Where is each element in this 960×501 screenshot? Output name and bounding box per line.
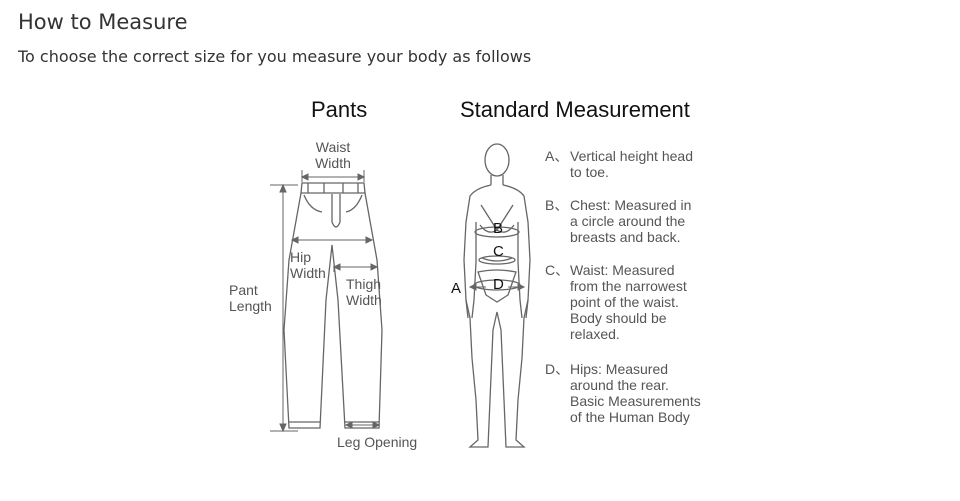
legend-key: B、 <box>545 197 569 213</box>
legend-line: breasts and back. <box>570 229 681 245</box>
legend-line: Basic Measurements <box>570 393 701 409</box>
pant-length-label-line1: Pant <box>229 282 258 298</box>
legend-key: A、 <box>545 148 569 164</box>
legend-line: Vertical height head <box>570 148 693 164</box>
legend-line: Hips: Measured <box>570 361 669 377</box>
legend-key: D、 <box>545 361 570 377</box>
legend-line: to toe. <box>570 164 609 180</box>
hip-width-label-line2: Width <box>290 265 326 281</box>
standard-measurement-heading: Standard Measurement <box>460 97 690 122</box>
legend-item-a: A、 Vertical height head to toe. <box>545 148 725 180</box>
legend-line: relaxed. <box>570 326 620 342</box>
body-outline <box>463 184 531 448</box>
leg-opening-label: Leg Opening <box>337 434 418 450</box>
legend-key: C、 <box>545 262 570 278</box>
figure-letter-a: A <box>451 280 462 297</box>
legend-line: Body should be <box>570 310 667 326</box>
waist-width-label: Waist Width <box>308 139 358 171</box>
legend-line: a circle around the <box>570 213 686 229</box>
figure-letter-d: D <box>493 276 504 293</box>
waist-width-label-line1: Waist <box>315 139 351 155</box>
legend-line: Chest: Measured in <box>570 197 692 213</box>
legend-line: from the narrowest <box>570 278 687 294</box>
figure-letter-c: C <box>493 243 504 260</box>
page-title: How to Measure <box>18 10 188 34</box>
thigh-width-label-line1: Thigh <box>346 276 382 292</box>
legend-item-c: C、 Waist: Measured from the narrowest po… <box>545 262 725 342</box>
legend-line: Waist: Measured <box>570 262 675 278</box>
pants-waistband <box>300 182 366 194</box>
hip-width-label-line1: Hip <box>290 249 312 265</box>
page-subtitle: To choose the correct size for you measu… <box>18 47 532 66</box>
legend-line: of the Human Body <box>570 409 690 425</box>
legend-line: around the rear. <box>570 377 669 393</box>
height-arrow <box>468 283 526 291</box>
pants-illustration <box>283 182 383 429</box>
legend-line: point of the waist. <box>570 294 679 310</box>
waist-width-label-line2: Width <box>315 155 351 171</box>
legend-item-d: D、 Hips: Measured around the rear. Basic… <box>545 361 725 425</box>
pants-outline <box>283 192 383 429</box>
pant-length-label-line2: Length <box>229 298 272 314</box>
pant-length-label: Pant Length <box>229 282 272 314</box>
body-figure-illustration <box>463 143 531 448</box>
hip-width-label: Hip Width <box>290 249 326 281</box>
thigh-width-label-line2: Width <box>346 292 382 308</box>
pants-measure-arrows <box>270 170 381 433</box>
legend-item-b: B、 Chest: Measured in a circle around th… <box>545 197 725 245</box>
figure-letter-b: B <box>493 220 504 237</box>
pants-heading: Pants <box>311 97 368 122</box>
thigh-width-label: Thigh Width <box>346 276 382 308</box>
